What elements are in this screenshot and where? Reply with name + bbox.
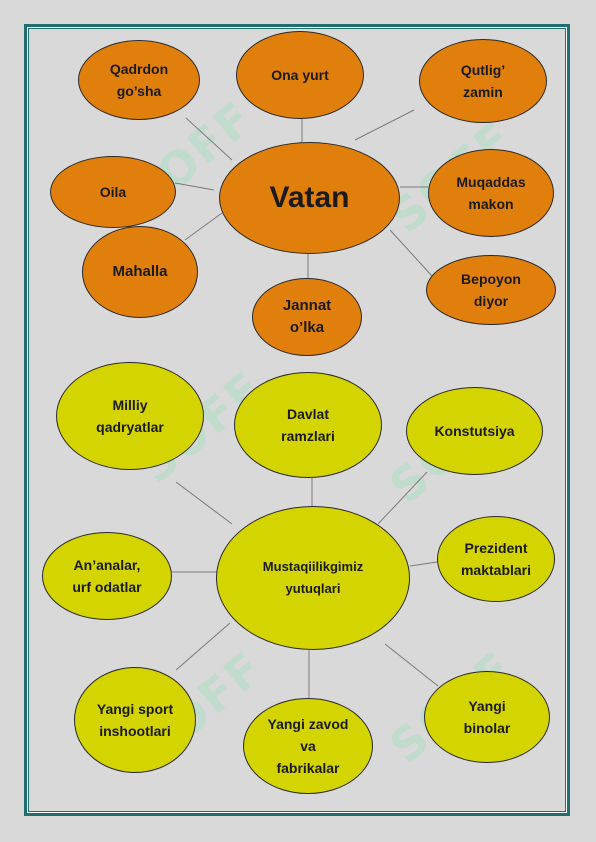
node-label: Jannat o’lka [282,297,332,336]
node-label: Davlat ramzlari [281,406,335,444]
link-oila [174,182,215,191]
link-mahalla [184,212,223,241]
link-milliy [175,481,233,525]
node-label: Konstutsiya [434,423,515,439]
node-yangi-binolar: Yangi binolar [424,671,550,763]
link-binolar [384,643,439,687]
node-mustaqillik-yutuqlari: Mustaqiilikgimiz yutuqlari [216,506,410,650]
link-sport [175,622,231,671]
node-label: Mahalla [112,263,168,280]
node-yangi-sport-inshootlari: Yangi sport inshootlari [74,667,196,773]
node-yangi-zavod-fabrikalar: Yangi zavod va fabrikalar [243,698,373,794]
node-milliy-qadryatlar: Milliy qadryatlar [56,362,204,470]
node-label: Qadrdon go’sha [109,61,169,99]
node-vatan: Vatan [219,142,400,254]
node-label: Yangi zavod va fabrikalar [267,716,349,776]
link-prezident [409,561,438,567]
node-prezident-maktablari: Prezident maktablari [437,516,555,602]
node-label: Qutlig’ zamin [460,62,506,100]
link-qadrdon [185,117,233,161]
node-label: Bepoyon diyor [461,271,521,309]
node-ananalar-urf-odatlar: An’analar, urf odatlar [42,532,172,620]
node-ona-yurt: Ona yurt [236,31,364,119]
node-konstitutsiya: Konstutsiya [406,387,543,475]
node-qadrdon-gosha: Qadrdon go’sha [78,40,200,120]
node-label: Ona yurt [271,67,329,83]
node-muqaddas-makon: Muqaddas makon [428,149,554,237]
node-bepoyon-diyor: Bepoyon diyor [426,255,556,325]
node-qutlig-zamin: Qutlig’ zamin [419,39,547,123]
node-label: Prezident maktablari [460,540,532,578]
node-label: Milliy qadryatlar [96,397,164,435]
node-label: Oila [99,184,127,200]
link-qutlig [354,109,415,141]
node-davlat-ramzlari: Davlat ramzlari [234,372,382,478]
node-mahalla: Mahalla [82,226,198,318]
node-oila: Oila [50,156,176,228]
center-label: Mustaqiilikgimiz yutuqlari [262,559,364,596]
node-jannat-olka: Jannat o’lka [252,278,362,356]
node-label: Yangi binolar [463,698,511,736]
node-label: Muqaddas makon [456,174,526,212]
link-bepoyon [389,229,433,277]
link-konstitutsiya [377,471,428,525]
node-label: Yangi sport inshootlari [96,701,174,739]
center-label: Vatan [269,181,350,214]
node-label: An’analar, urf odatlar [72,557,142,595]
